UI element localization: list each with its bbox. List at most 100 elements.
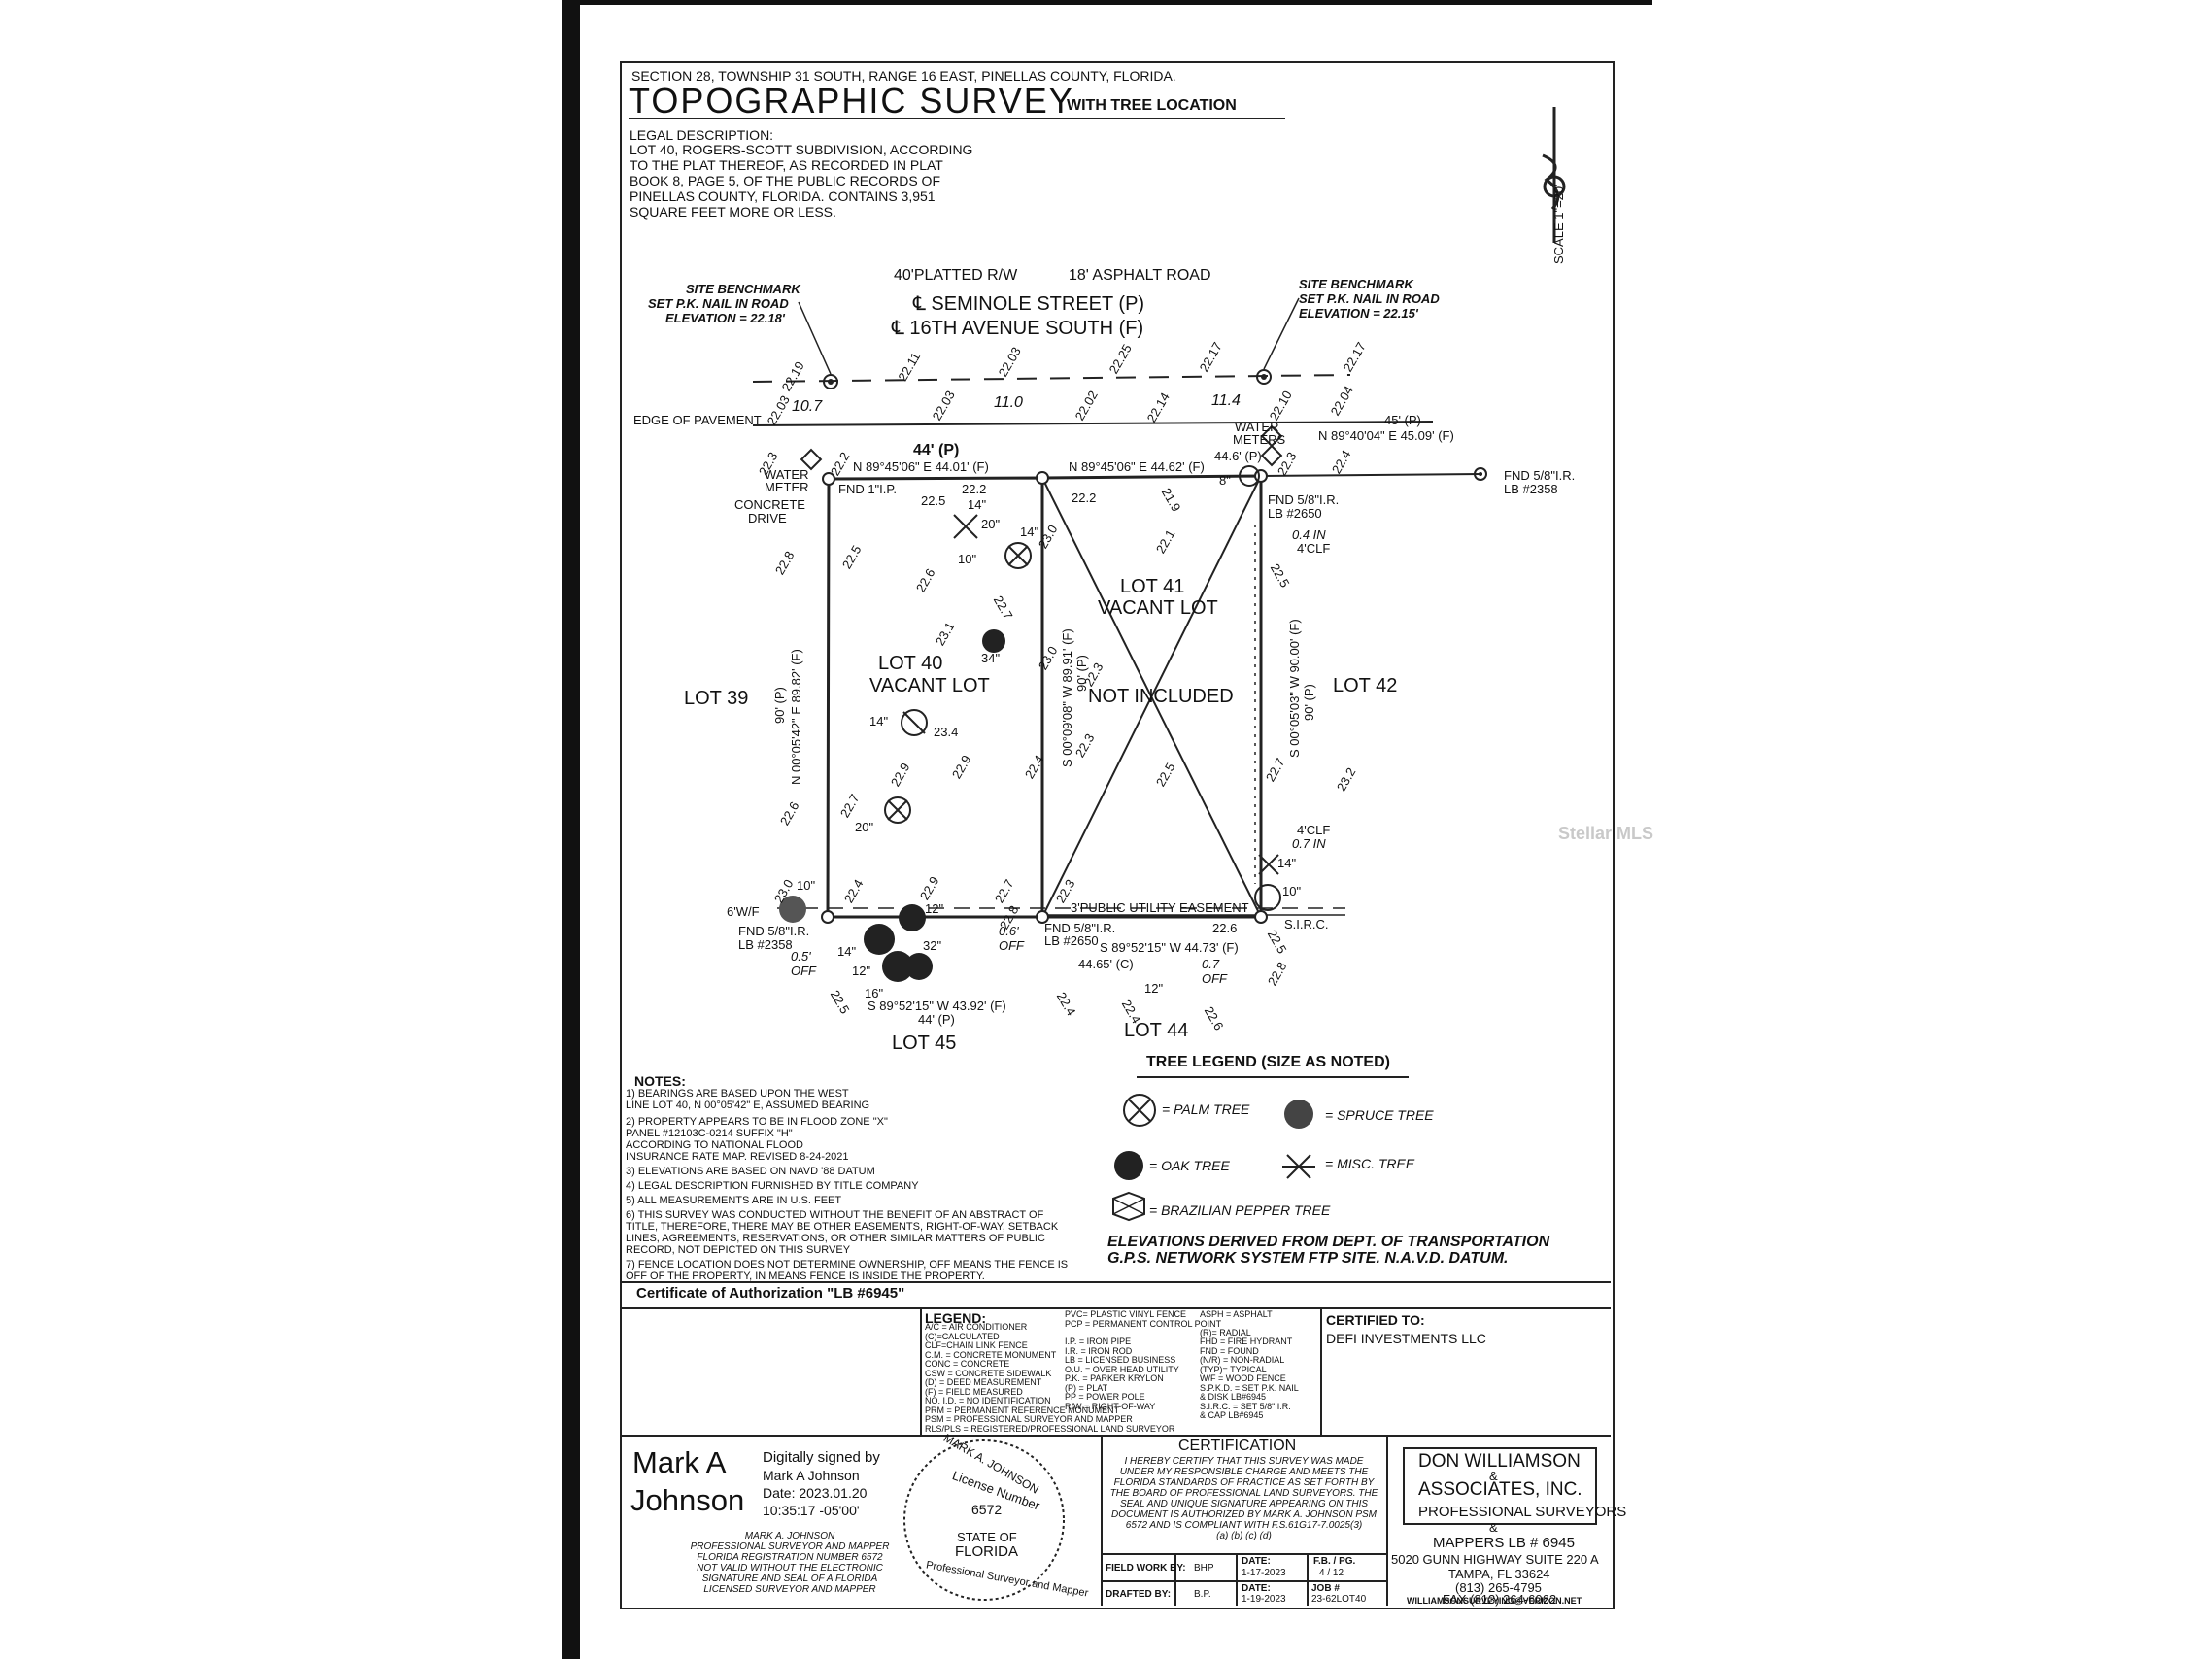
lot-40-sub: VACANT LOT <box>869 675 990 696</box>
top-frame-bar <box>562 0 1652 5</box>
bearing-calculated: 44.65' (C) <box>1078 957 1134 971</box>
legal-line: TO THE PLAT THEREOF, AS RECORDED IN PLAT <box>630 157 943 173</box>
water-meters-label: METERS <box>1233 432 1286 447</box>
job-value: 23-62LOT40 <box>1311 1594 1367 1605</box>
bearing-plat: 90' (P) <box>1302 684 1316 721</box>
legend-palm: = PALM TREE <box>1162 1101 1250 1117</box>
lot-42-label: LOT 42 <box>1333 675 1398 696</box>
elevation: 22.5 <box>921 493 946 508</box>
legal-line: LOT 40, ROGERS-SCOTT SUBDIVISION, ACCORD… <box>630 142 973 157</box>
tree-size: 14" <box>869 714 889 728</box>
tree-size: 12" <box>1144 981 1164 996</box>
elevation: 22.2 <box>962 482 987 496</box>
date-value: 1-17-2023 <box>1242 1568 1286 1578</box>
found-rod-label: FND 5/8"I.R. <box>1268 492 1340 507</box>
certificate-authorization: Certificate of Authorization "LB #6945" <box>636 1285 905 1302</box>
tree-size: 34" <box>981 651 1001 665</box>
water-meter-label: WATER <box>765 467 809 482</box>
legal-line: PINELLAS COUNTY, FLORIDA. CONTAINS 3,951 <box>630 188 936 204</box>
company-city: TAMPA, FL 33624 <box>1448 1567 1550 1581</box>
left-frame-bar <box>562 0 580 1659</box>
notes-list: 1) BEARINGS ARE BASED UPON THE WEST LINE… <box>626 1088 1069 1282</box>
scale-label: SCALE 1"=20' <box>1551 184 1566 264</box>
tree-size: 10" <box>797 878 816 893</box>
fb-label: F.B. / PG. <box>1313 1556 1356 1567</box>
found-pipe-label: FND 1"I.P. <box>838 482 898 496</box>
company-amp: & <box>1489 1520 1498 1535</box>
bearing-plat: 44.6' (P) <box>1214 449 1262 463</box>
field-work-label: FIELD WORK BY: <box>1106 1563 1186 1574</box>
lot-44-label: LOT 44 <box>1124 1020 1189 1041</box>
concrete-drive-label: CONCRETE <box>734 497 805 512</box>
tree-size: 12" <box>852 964 871 978</box>
distance-label: 11.4 <box>1211 392 1241 409</box>
company-address: 5020 GUNN HIGHWAY SUITE 220 A <box>1391 1552 1599 1567</box>
signature-name-1: Mark A <box>632 1445 727 1479</box>
benchmark-right-3: ELEVATION = 22.15' <box>1299 306 1418 321</box>
lot-41-label: LOT 41 <box>1120 576 1185 597</box>
road-label: 18' ASPHALT ROAD <box>1069 267 1211 284</box>
tree-size: 10" <box>1282 884 1302 898</box>
survey-sheet <box>620 61 1615 1609</box>
lb-label: LB #2650 <box>1044 933 1099 948</box>
company-phone: (813) 265-4795 <box>1455 1580 1542 1595</box>
clf-offset-label: 0.7 IN <box>1292 836 1326 851</box>
bearing-west: N 00°05'42" E 89.82' (F) <box>789 649 803 785</box>
benchmark-right-2: SET P.K. NAIL IN ROAD <box>1299 291 1440 306</box>
tree-size: 20" <box>981 517 1001 531</box>
date-value: 1-19-2023 <box>1242 1594 1286 1605</box>
tree-legend-underline <box>1137 1076 1409 1078</box>
seal-number: 6572 <box>971 1502 1003 1517</box>
not-included-label: NOT INCLUDED <box>1088 686 1234 707</box>
signature-name-2: Johnson <box>630 1483 745 1517</box>
drafted-by-label: DRAFTED BY: <box>1106 1589 1172 1600</box>
clf-label: 4'CLF <box>1297 823 1331 837</box>
bearing-north-lot40: N 89°45'06" E 44.01' (F) <box>853 459 989 474</box>
bearing-plat: 90' (P) <box>772 687 787 724</box>
bearing-north-east: N 89°40'04" E 45.09' (F) <box>1318 428 1454 443</box>
benchmark-left-1: SITE BENCHMARK <box>686 282 800 296</box>
fb-value: 4 / 12 <box>1319 1568 1344 1578</box>
elevation-note: ELEVATIONS DERIVED FROM DEPT. OF TRANSPO… <box>1107 1234 1550 1250</box>
lot-45-label: LOT 45 <box>892 1033 957 1054</box>
easement-label: 3'PUBLIC UTILITY EASEMENT <box>1071 900 1249 915</box>
found-rod-label: FND 5/8"I.R. <box>1044 921 1116 935</box>
tree-size: 14" <box>1020 525 1039 539</box>
company-line: MAPPERS LB # 6945 <box>1433 1535 1575 1551</box>
field-work-value: BHP <box>1194 1563 1214 1574</box>
fence-offset-label: 0.5' OFF <box>791 949 816 978</box>
distance-label: 11.0 <box>994 394 1023 411</box>
fence-offset-label: 0.6' OFF <box>999 924 1024 953</box>
abbrev-legend-title: LEGEND: <box>925 1310 986 1326</box>
tree-size: 8" <box>1219 473 1231 488</box>
elevation: 22.2 <box>1072 491 1097 505</box>
fence-offset-label: 0.7 OFF <box>1202 957 1227 986</box>
bearing-plat: 44' (P) <box>913 442 960 458</box>
notes-title: NOTES: <box>634 1073 686 1089</box>
digital-signature-line: 10:35:17 -05'00' <box>763 1503 860 1518</box>
section-line: SECTION 28, TOWNSHIP 31 SOUTH, RANGE 16 … <box>631 68 1176 84</box>
legend-spruce: = SPRUCE TREE <box>1325 1107 1434 1123</box>
tree-size: 14" <box>1277 856 1297 870</box>
seal-state: STATE OF <box>957 1530 1017 1544</box>
wood-fence-label: 6'W/F <box>727 904 760 919</box>
page-subtitle: WITH TREE LOCATION <box>1067 97 1237 114</box>
edge-of-pavement-label: EDGE OF PAVEMENT <box>633 413 762 427</box>
drafted-by-value: B.P. <box>1194 1589 1211 1600</box>
tree-size: 10" <box>958 552 977 566</box>
benchmark-left-2: SET P.K. NAIL IN ROAD <box>648 296 789 311</box>
distance-label: 10.7 <box>792 398 823 415</box>
legal-heading: LEGAL DESCRIPTION: <box>630 127 774 143</box>
bearing-east: S 00°05'03" W 90.00' (F) <box>1287 619 1302 758</box>
legend-misc: = MISC. TREE <box>1325 1156 1415 1171</box>
company-amp: & <box>1489 1469 1498 1483</box>
company-name: DON WILLIAMSON <box>1418 1451 1581 1472</box>
tree-size: 16" <box>865 986 884 1000</box>
clf-offset-label: 0.4 IN <box>1292 527 1326 542</box>
concrete-drive-label: DRIVE <box>748 511 787 525</box>
title-underline <box>629 118 1285 119</box>
bearing-north-lot41: N 89°45'06" E 44.62' (F) <box>1069 459 1205 474</box>
